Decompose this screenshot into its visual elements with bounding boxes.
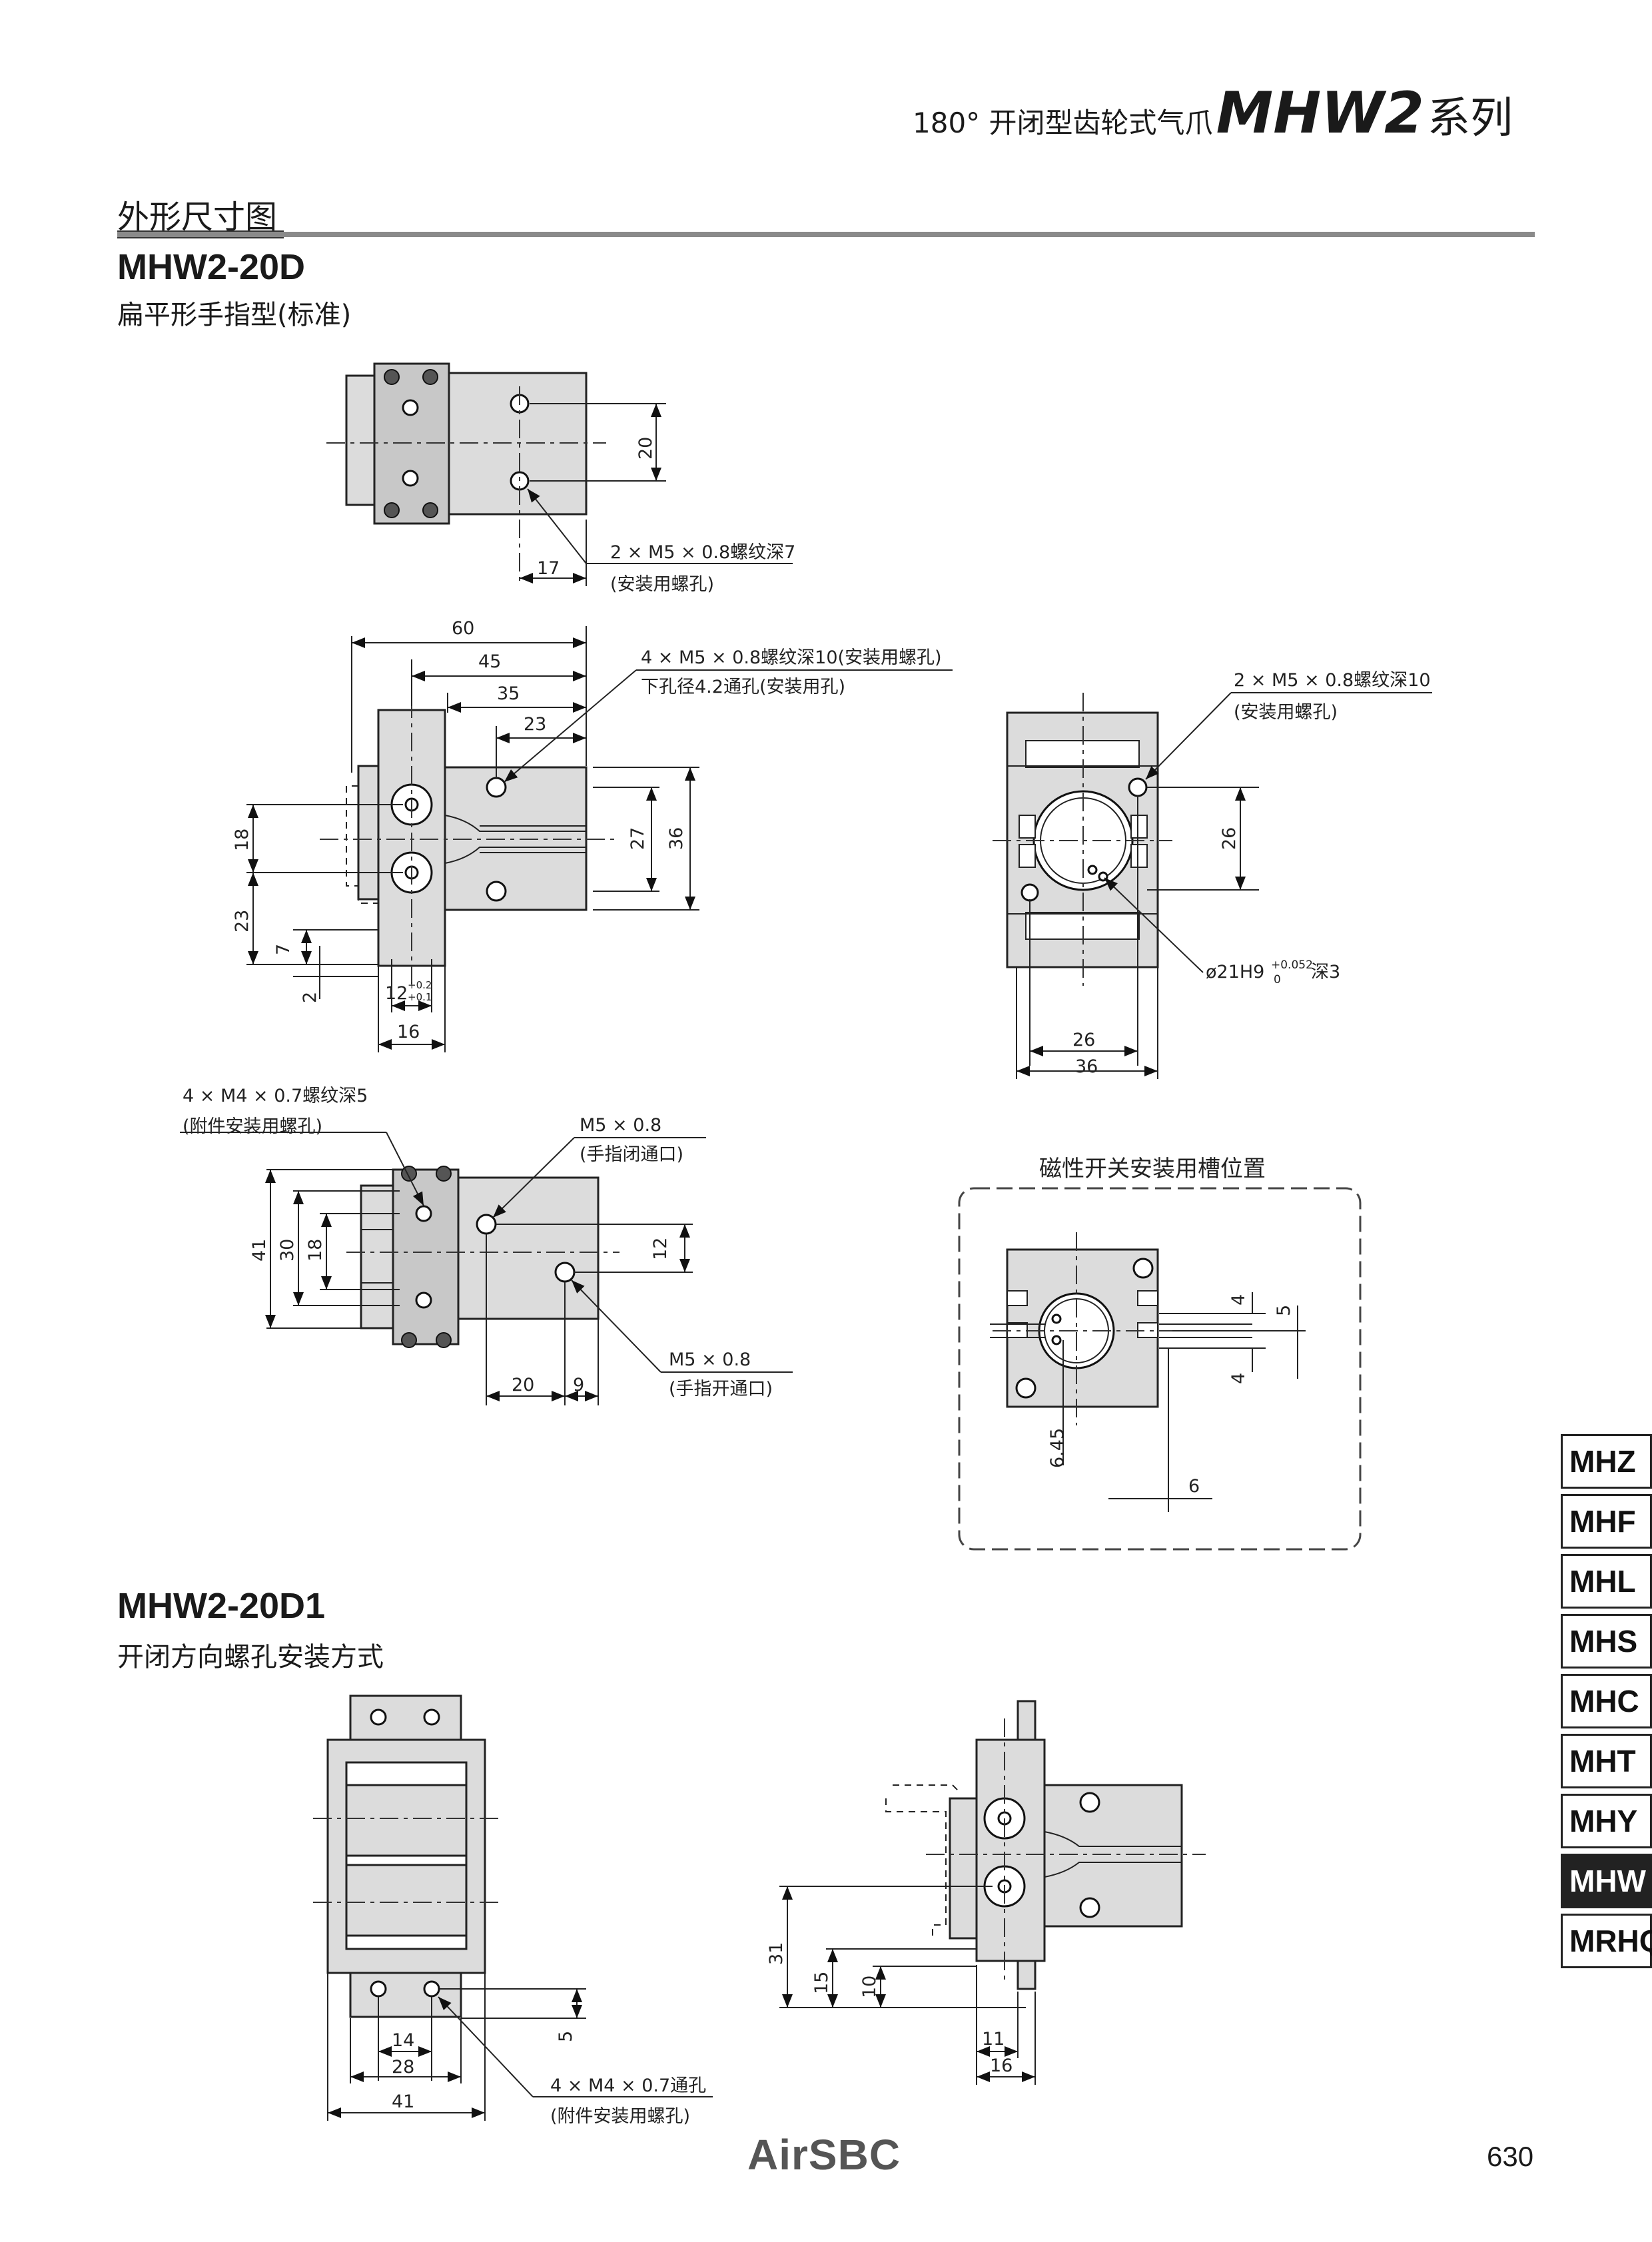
- header-model: MHW2: [1216, 80, 1424, 147]
- d1-side-view: [779, 1700, 1206, 2085]
- page-header: 180° 开闭型齿轮式气爪 MHW2 系列: [913, 80, 1513, 147]
- d1-side-dim-15: 15: [811, 1972, 832, 1994]
- side-bore-note: ø21H9: [1206, 962, 1264, 982]
- close-port: [476, 1214, 497, 1235]
- front-dim-16: 16: [397, 1022, 420, 1042]
- d1-side-dim-10: 10: [859, 1976, 880, 1998]
- d1-front-note-2: (附件安装用螺孔): [550, 2106, 690, 2127]
- side-view: [993, 692, 1432, 1079]
- d1-front-dim-28: 28: [392, 2057, 414, 2077]
- bottom-dim-18: 18: [305, 1239, 326, 1262]
- switch-box-title: 磁性开关安装用槽位置: [1039, 1156, 1266, 1182]
- front-note-2: 下孔径4.2通孔(安装用孔): [641, 677, 845, 697]
- model-b-title: MHW2-20D1: [117, 1586, 326, 1626]
- front-tol-lower: +0.1: [408, 991, 432, 1003]
- front-dim-2: 2: [300, 992, 320, 1003]
- d1-front-view: [313, 1694, 713, 2121]
- front-note-1: 4 × M5 × 0.8螺纹深10(安装用螺孔): [641, 647, 942, 668]
- model-a-title: MHW2-20D: [117, 247, 306, 287]
- top-note-1: 2 × M5 × 0.8螺纹深7: [610, 542, 795, 563]
- section-rule: [117, 232, 1535, 237]
- top-note-2: (安装用螺孔): [610, 574, 714, 595]
- switch-slot-box: [958, 1187, 1362, 1551]
- model-a-subtitle: 扁平形手指型(标准): [117, 300, 352, 330]
- bottom-note-b2: (手指闭通口): [580, 1144, 683, 1165]
- brand-logo: AirSBC: [747, 2131, 901, 2179]
- d1-side-dim-31: 31: [766, 1942, 787, 1965]
- side-note-2: (安装用螺孔): [1234, 702, 1338, 723]
- switch-dim-5: 5: [1274, 1305, 1294, 1316]
- model-b-subtitle: 开闭方向螺孔安装方式: [117, 1642, 384, 1673]
- d1-side-body: [1043, 1784, 1183, 1928]
- tab-mhs[interactable]: MHS: [1561, 1614, 1652, 1669]
- d1-side-dim-11: 11: [982, 2029, 1005, 2050]
- page-number: 630: [1487, 2141, 1534, 2172]
- side-dim-36: 36: [1075, 1056, 1098, 1077]
- open-port: [554, 1262, 576, 1283]
- section-title: 外形尺寸图: [117, 198, 278, 236]
- front-dim-36: 36: [666, 827, 687, 850]
- bottom-note-b1: M5 × 0.8: [580, 1115, 661, 1136]
- tab-mhl[interactable]: MHL: [1561, 1554, 1652, 1609]
- bottom-note-c1: M5 × 0.8: [669, 1349, 751, 1370]
- front-dim-23b: 23: [232, 910, 252, 933]
- side-dim-26b: 26: [1072, 1030, 1095, 1050]
- side-note-1: 2 × M5 × 0.8螺纹深10: [1234, 670, 1431, 691]
- header-prefix: 180° 开闭型齿轮式气爪: [913, 107, 1213, 139]
- bottom-note-c2: (手指开通口): [669, 1379, 773, 1399]
- switch-dim-4b: 4: [1228, 1373, 1249, 1384]
- front-dim-60: 60: [452, 618, 474, 639]
- header-series: 系列: [1427, 94, 1513, 143]
- bottom-note-a2: (附件安装用螺孔): [183, 1116, 322, 1137]
- top-view: [326, 362, 793, 586]
- bottom-note-a1: 4 × M4 × 0.7螺纹深5: [183, 1086, 368, 1106]
- front-tol-upper: +0.2: [408, 979, 432, 991]
- bottom-view-body: [457, 1176, 600, 1320]
- tab-mhc[interactable]: MHC: [1561, 1674, 1652, 1728]
- d1-front-dim-5: 5: [556, 2031, 576, 2042]
- d1-side-dim-16: 16: [990, 2055, 1013, 2076]
- bottom-dim-20: 20: [512, 1375, 534, 1395]
- tab-mrhq[interactable]: MRHQ: [1561, 1914, 1652, 1968]
- front-dim-18: 18: [232, 829, 252, 851]
- front-dim-12: 12: [385, 983, 408, 1004]
- tab-mhz[interactable]: MHZ: [1561, 1434, 1652, 1489]
- d1-front-note-1: 4 × M4 × 0.7通孔: [550, 2075, 706, 2096]
- front-view: [246, 626, 953, 1052]
- front-dim-45: 45: [478, 651, 501, 672]
- top-view-cap: [345, 374, 376, 506]
- side-bore-tol-lower: 0: [1274, 973, 1281, 986]
- front-dim-35: 35: [497, 683, 520, 704]
- switch-dim-6: 6: [1188, 1476, 1200, 1497]
- side-bore-depth: 深3: [1311, 962, 1340, 982]
- d1-side-fingers: [975, 1738, 1046, 1962]
- tab-mhf[interactable]: MHF: [1561, 1494, 1652, 1549]
- d1-front-dim-14: 14: [392, 2030, 414, 2051]
- bottom-view: [180, 1132, 793, 1405]
- tab-mht[interactable]: MHT: [1561, 1734, 1652, 1788]
- switch-dim-6-45: 6.45: [1047, 1428, 1068, 1468]
- bottom-dim-12: 12: [650, 1238, 671, 1260]
- bottom-dim-9: 9: [573, 1375, 584, 1395]
- top-dim-20: 20: [635, 437, 656, 460]
- d1-front-dim-41: 41: [392, 2091, 414, 2112]
- tab-mhy[interactable]: MHY: [1561, 1794, 1652, 1848]
- switch-dim-4: 4: [1228, 1294, 1249, 1306]
- top-dim-17: 17: [537, 558, 560, 579]
- bottom-dim-30: 30: [277, 1239, 298, 1262]
- front-dim-23: 23: [524, 714, 546, 735]
- side-bore-tol-upper: +0.052: [1271, 958, 1313, 972]
- front-dim-27: 27: [627, 827, 648, 850]
- side-dim-26: 26: [1219, 827, 1240, 850]
- front-dim-7: 7: [273, 944, 294, 955]
- bottom-dim-41: 41: [249, 1239, 270, 1262]
- tab-mhw[interactable]: MHW: [1561, 1854, 1652, 1908]
